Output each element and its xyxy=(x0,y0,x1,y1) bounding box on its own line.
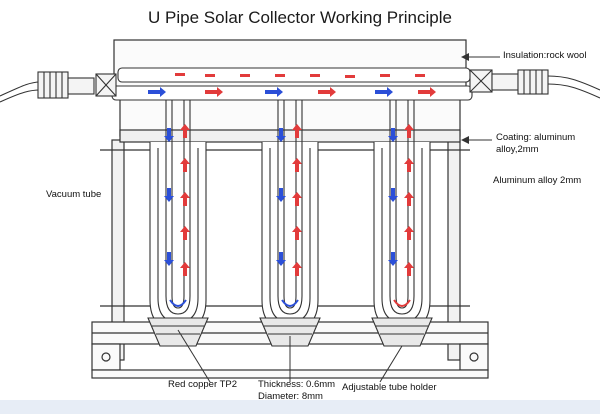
vacuum-tube-2 xyxy=(259,100,321,347)
vacuum-tube-3 xyxy=(371,100,433,347)
manifold-flow-arrows xyxy=(148,73,436,97)
label-thickness: Thickness: 0.6mm xyxy=(258,379,336,390)
callout-arrows xyxy=(177,53,500,383)
bottom-strip xyxy=(0,400,600,414)
manifold-pipes xyxy=(111,67,473,101)
label-tube-holder: Adjustable tube holder xyxy=(342,382,437,393)
tube-flow-arrows xyxy=(164,124,414,307)
label-vacuum-tube: Vacuum tube xyxy=(46,189,102,200)
label-coating-line1: Coating: aluminum xyxy=(496,132,576,143)
vacuum-tube-1 xyxy=(147,100,209,347)
label-aluminum-alloy: Aluminum alloy 2mm xyxy=(493,175,582,186)
label-coating-line2: alloy,2mm xyxy=(496,144,539,155)
label-diameter: Diameter: 8mm xyxy=(258,391,323,402)
label-insulation: Insulation:rock wool xyxy=(503,50,587,61)
right-fitting xyxy=(469,69,600,99)
left-fitting xyxy=(0,71,117,103)
label-red-copper: Red copper TP2 xyxy=(168,379,238,390)
diagram-title: U Pipe Solar Collector Working Principle xyxy=(148,8,452,27)
